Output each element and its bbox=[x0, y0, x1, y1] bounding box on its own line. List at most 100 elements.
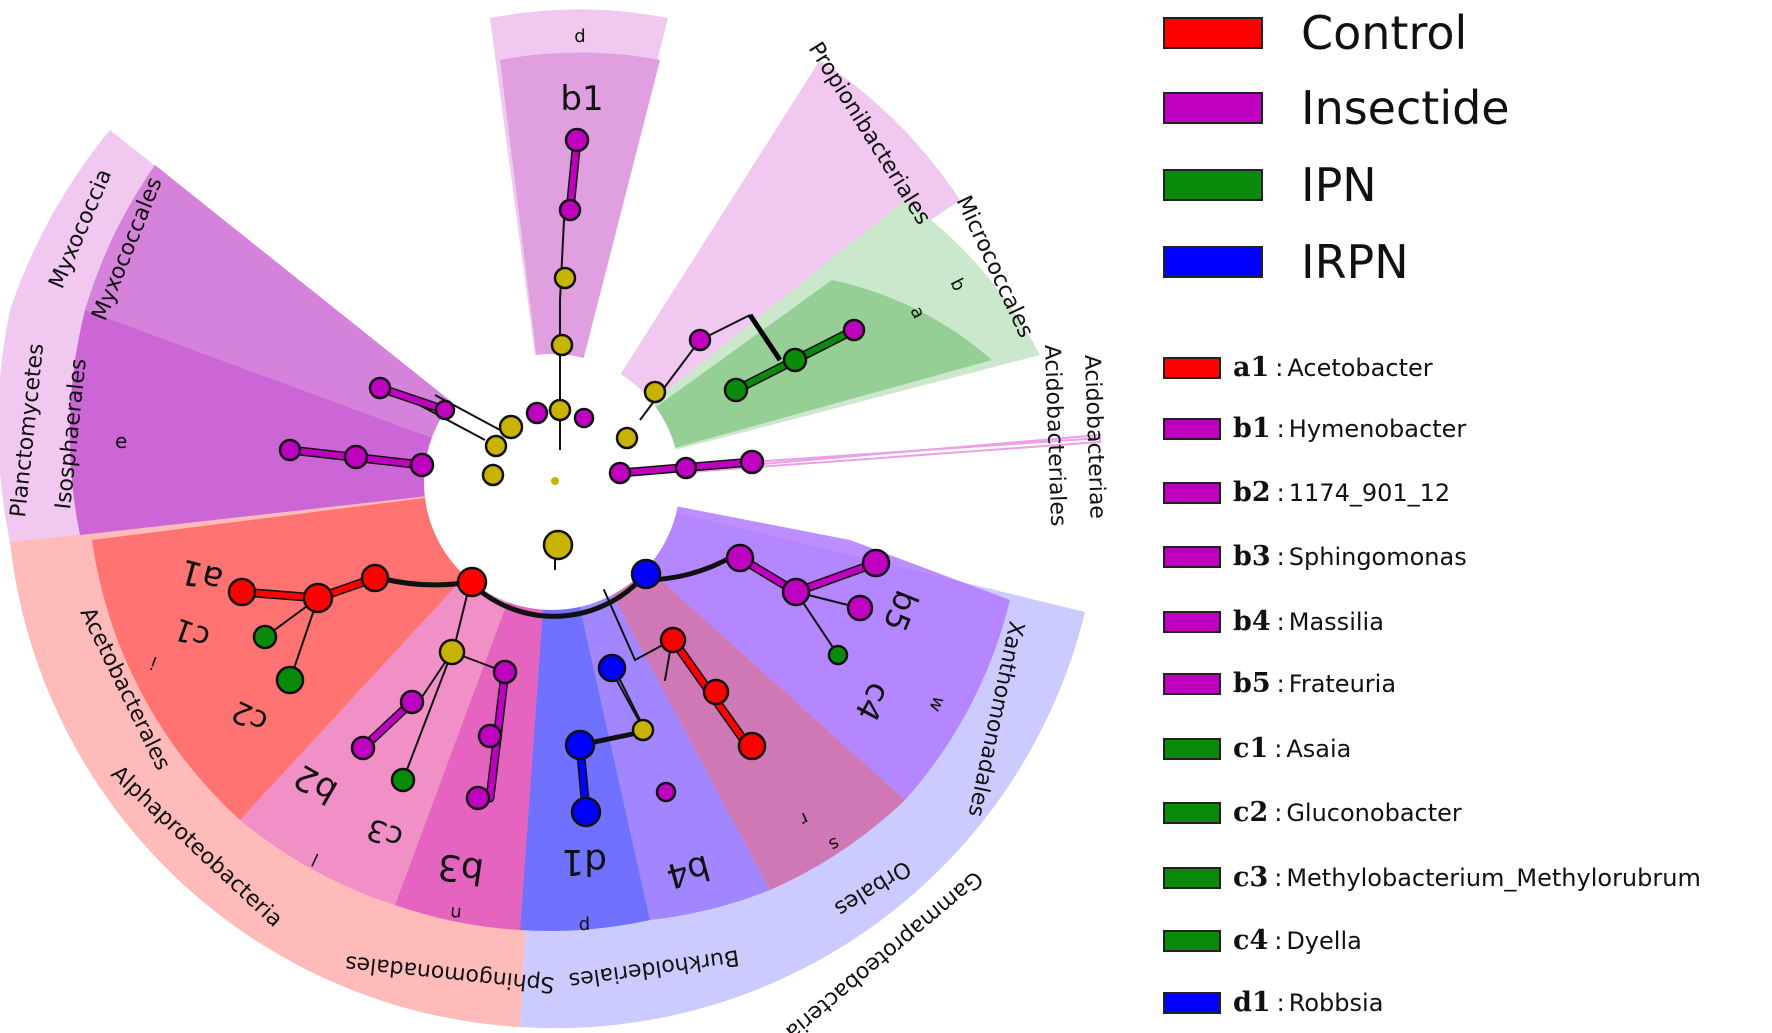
taxa-legend-item: b2:1174_901_12 bbox=[1163, 477, 1450, 508]
taxa-name: Acetobacter bbox=[1287, 353, 1433, 382]
taxa-legend-item: b4:Massilia bbox=[1163, 606, 1384, 637]
node-c3 bbox=[390, 767, 416, 793]
taxa-id: c2 bbox=[1233, 797, 1269, 828]
node-sph2 bbox=[477, 723, 503, 749]
node-acid1 bbox=[608, 461, 632, 485]
node-b2-parent bbox=[399, 689, 425, 715]
taxa-id: b1 bbox=[1233, 413, 1271, 444]
group-legend-item: IRPN bbox=[1163, 235, 1409, 289]
group-legend-item: IPN bbox=[1163, 158, 1377, 212]
node-y7 bbox=[643, 380, 667, 404]
node-xan3 bbox=[861, 548, 891, 578]
taxa-name: Frateuria bbox=[1288, 669, 1397, 698]
taxa-swatch bbox=[1163, 610, 1221, 633]
node-c1 bbox=[252, 624, 278, 650]
taxa-swatch bbox=[1163, 545, 1221, 568]
taxa-swatch bbox=[1163, 929, 1221, 952]
node-orb2 bbox=[702, 678, 730, 706]
label-d1: d1 bbox=[561, 841, 607, 882]
node-burk1 bbox=[564, 729, 596, 761]
taxa-separator: : bbox=[1276, 478, 1285, 507]
node-y6 bbox=[481, 463, 505, 487]
taxa-legend-item: d1:Robbsia bbox=[1163, 987, 1383, 1018]
node-myx2 bbox=[434, 399, 456, 421]
taxa-name: Hymenobacter bbox=[1288, 414, 1467, 443]
taxa-legend-item: c1:Asaia bbox=[1163, 733, 1351, 764]
taxa-name: Dyella bbox=[1286, 926, 1362, 955]
node-burk-order bbox=[597, 653, 627, 683]
node-g2 bbox=[782, 347, 808, 373]
taxa-id: b5 bbox=[1233, 668, 1271, 699]
node-y2 bbox=[550, 333, 574, 357]
node-b1-tip bbox=[564, 127, 590, 153]
label-acidobacteriae: Acidobacteriae bbox=[1079, 354, 1110, 519]
node-gamma-class bbox=[630, 558, 662, 590]
taxa-swatch bbox=[1163, 417, 1221, 440]
node-c4 bbox=[827, 644, 849, 666]
taxa-swatch bbox=[1163, 991, 1221, 1014]
taxa-legend-item: c4:Dyella bbox=[1163, 925, 1362, 956]
taxa-separator: : bbox=[1276, 542, 1285, 571]
node-m2 bbox=[573, 407, 595, 429]
node-acid2 bbox=[674, 456, 698, 480]
taxa-name: Sphingomonas bbox=[1288, 542, 1467, 571]
taxa-separator: : bbox=[1274, 926, 1283, 955]
node-y8 bbox=[615, 426, 639, 450]
taxa-legend-item: b1:Hymenobacter bbox=[1163, 413, 1466, 444]
node-y3 bbox=[548, 398, 572, 422]
sector-xanthomonadales bbox=[552, 482, 1010, 800]
node-g3 bbox=[842, 318, 866, 342]
node-root-lower bbox=[542, 529, 574, 561]
group-legend-item: Control bbox=[1163, 6, 1467, 60]
node-prop bbox=[688, 328, 712, 352]
taxa-name: Massilia bbox=[1288, 607, 1384, 636]
taxa-name: 1174_901_12 bbox=[1288, 478, 1451, 507]
group-label: Insectide bbox=[1301, 81, 1510, 135]
taxa-name: Gluconobacter bbox=[1286, 798, 1462, 827]
taxa-separator: : bbox=[1276, 414, 1285, 443]
group-swatch bbox=[1163, 92, 1263, 124]
taxa-swatch bbox=[1163, 481, 1221, 504]
taxa-name: Asaia bbox=[1286, 734, 1352, 763]
node-y1 bbox=[553, 266, 577, 290]
taxa-id: b2 bbox=[1233, 477, 1271, 508]
sector-propionibacteriales bbox=[552, 60, 960, 482]
taxa-legend-item: c2:Gluconobacter bbox=[1163, 797, 1462, 828]
group-label: Control bbox=[1301, 6, 1468, 60]
taxa-separator: : bbox=[1276, 607, 1285, 636]
label-b1: b1 bbox=[560, 79, 603, 119]
label-d-top: d bbox=[574, 26, 585, 47]
node-center bbox=[551, 477, 559, 485]
taxa-separator: : bbox=[1274, 734, 1283, 763]
node-c2 bbox=[275, 665, 305, 695]
node-xan4 bbox=[846, 594, 874, 622]
node-b1-inner bbox=[558, 198, 582, 222]
taxa-id: b4 bbox=[1233, 606, 1271, 637]
taxa-swatch bbox=[1163, 866, 1221, 889]
nodes bbox=[227, 127, 891, 828]
node-y4 bbox=[498, 414, 524, 440]
node-iso3 bbox=[409, 452, 435, 478]
node-a1-parent bbox=[302, 582, 334, 614]
label-p: p bbox=[578, 915, 590, 936]
taxa-id: c4 bbox=[1233, 925, 1269, 956]
node-xan2 bbox=[781, 577, 811, 607]
node-sph1 bbox=[492, 659, 518, 685]
taxa-separator: : bbox=[1274, 798, 1283, 827]
taxa-legend-item: c3:Methylobacterium_Methylorubrum bbox=[1163, 862, 1701, 893]
taxa-swatch bbox=[1163, 801, 1221, 824]
node-xan1 bbox=[725, 543, 755, 573]
node-y5 bbox=[484, 434, 508, 458]
node-iso1 bbox=[278, 438, 302, 462]
taxa-id: d1 bbox=[1233, 987, 1271, 1018]
node-burk2 bbox=[631, 718, 655, 742]
taxa-separator: : bbox=[1275, 353, 1284, 382]
taxa-legend-item: b5:Frateuria bbox=[1163, 668, 1396, 699]
node-m1 bbox=[525, 401, 549, 425]
taxa-name: Robbsia bbox=[1288, 988, 1384, 1017]
node-orb3 bbox=[737, 731, 767, 761]
taxa-id: b3 bbox=[1233, 541, 1271, 572]
node-b2 bbox=[350, 735, 376, 761]
taxa-id: a1 bbox=[1233, 352, 1270, 383]
